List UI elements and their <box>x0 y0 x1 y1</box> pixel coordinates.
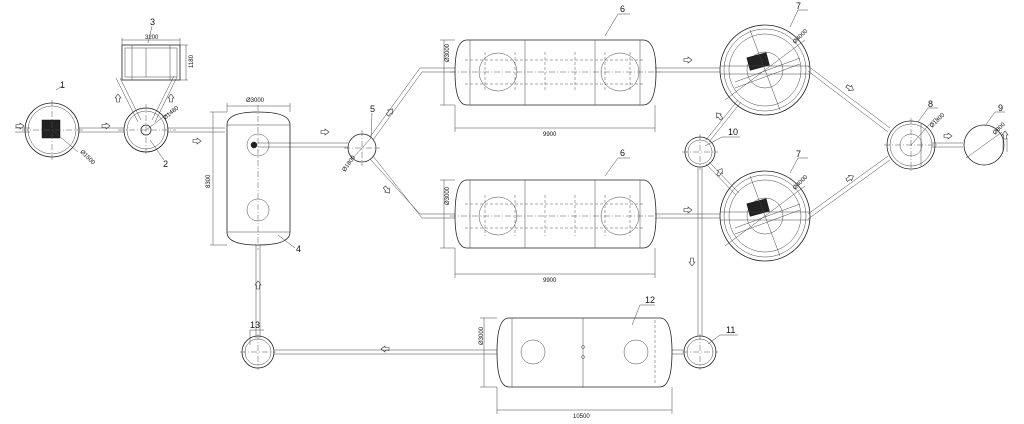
item-label: 6 <box>620 4 625 14</box>
item-12-horizontal-tank: 10500 Ø3000 12 <box>479 295 673 420</box>
item-2-pump-well: 2 Ø1480 <box>118 104 181 169</box>
item-label: 9 <box>998 103 1003 113</box>
item-label: 7 <box>796 1 801 11</box>
item-label: 4 <box>296 244 301 254</box>
item-8-collection-well: 8 Ø1800 <box>884 99 947 172</box>
item-label: 3 <box>150 17 155 27</box>
dimension-diameter: Ø1480 <box>162 105 180 122</box>
pipes <box>15 65 1008 355</box>
item-1-screen-well: 1 Ø1500 <box>22 80 96 167</box>
item-label: 6 <box>620 148 625 158</box>
dimension-diameter: Ø3000 <box>479 326 485 345</box>
dimension-diameter: Ø3000 <box>445 186 451 205</box>
dimension-diameter: Ø1800 <box>342 154 358 173</box>
dimension-diameter: Ø3000 <box>445 43 451 62</box>
flow-arrows <box>15 56 1009 353</box>
item-label: 5 <box>370 104 375 114</box>
dimension-diameter: Ø1500 <box>79 149 96 166</box>
item-9-outlet-well: 9 Ø800 <box>963 103 1007 166</box>
item-label: 7 <box>796 149 801 159</box>
flow-arrow-icon <box>320 128 330 136</box>
item-10-sludge-well: 10 <box>682 127 740 170</box>
item-13-well: 13 <box>240 320 276 370</box>
item-label: 11 <box>726 325 735 335</box>
dimension-length: 8300 <box>206 174 212 188</box>
dimension-diameter: Ø3000 <box>246 98 265 104</box>
dimension-height: 1180 <box>189 54 195 68</box>
item-6-horizontal-tank-upper: 9900 Ø3000 6 <box>440 4 660 138</box>
item-11-sludge-well: 11 <box>682 325 738 370</box>
item-3-equipment-frame: 3200 1180 3 <box>121 17 195 81</box>
item-7-clarifier-upper: 7 Ø4000 <box>719 1 811 116</box>
flow-arrow-icon <box>380 345 390 353</box>
flow-arrow-icon <box>844 83 856 93</box>
dimension-length: 9900 <box>543 278 557 284</box>
item-7-clarifier-lower: 7 Ø4000 <box>719 149 811 262</box>
item-label: 13 <box>250 320 260 330</box>
flow-arrow-icon <box>943 132 953 140</box>
flow-arrow-icon <box>192 137 202 145</box>
dimension-length: 9900 <box>543 132 557 138</box>
item-label: 10 <box>728 127 738 137</box>
dimension-diameter: Ø1800 <box>929 112 946 129</box>
item-label: 8 <box>928 99 933 109</box>
flow-arrow-icon <box>683 56 693 64</box>
flow-arrow-icon <box>688 257 696 267</box>
dimension-length: 10500 <box>573 414 590 420</box>
dimension-width: 3200 <box>145 35 159 41</box>
flow-arrow-icon <box>114 93 122 103</box>
item-6-horizontal-tank-lower: 9900 Ø3000 6 <box>440 148 660 284</box>
drive-unit-icon <box>746 52 770 71</box>
flow-arrow-icon <box>683 206 693 214</box>
flow-arrow-icon <box>381 184 393 196</box>
drive-unit-icon <box>746 198 770 217</box>
item-4-vertical-tank: Ø3000 8300 4 <box>206 98 301 254</box>
item-label: 1 <box>60 80 65 90</box>
item-label: 12 <box>645 295 655 305</box>
flow-arrow-icon <box>167 93 175 103</box>
item-label: 2 <box>163 159 168 169</box>
screen-block-icon <box>41 119 61 139</box>
